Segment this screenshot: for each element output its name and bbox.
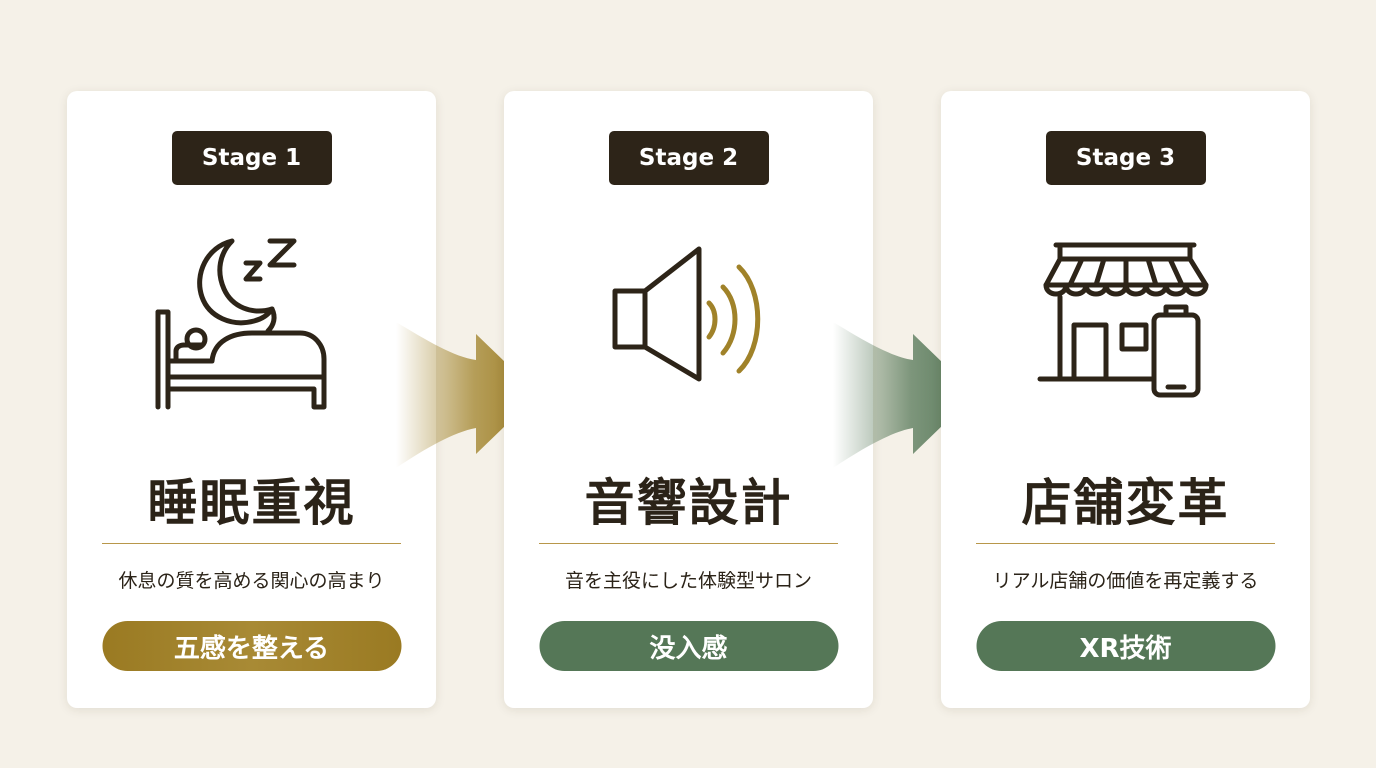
stage-title: 音響設計 bbox=[584, 473, 793, 532]
stage-pill: XR技術 bbox=[976, 621, 1275, 671]
stage-subtitle: 休息の質を高める関心の高まり bbox=[118, 570, 385, 592]
stage-pill: 没入感 bbox=[539, 621, 838, 671]
arrow-right-icon bbox=[396, 322, 546, 472]
stage-title: 睡眠重視 bbox=[147, 473, 356, 532]
sleep-bed-icon bbox=[152, 229, 352, 419]
divider bbox=[976, 543, 1275, 544]
stage-badge: Stage 3 bbox=[1045, 131, 1206, 185]
stage-subtitle: 音を主役にした体験型サロン bbox=[564, 570, 812, 592]
speaker-icon bbox=[589, 229, 789, 419]
stage-title: 店舗変革 bbox=[1021, 473, 1230, 532]
divider bbox=[539, 543, 838, 544]
stage-card-3: Stage 3 店舗変革 リアル店舗の価値を再定義する XR技術 bbox=[941, 91, 1310, 708]
stage-card-1: Stage 1 睡眠重視 休息の質を高める関心の高まり 五感を整える bbox=[67, 91, 436, 708]
stage-card-2: Stage 2 音響設計 音を主役にした体験型サロン 没入感 bbox=[504, 91, 873, 708]
arrow-right-icon bbox=[833, 322, 983, 472]
divider bbox=[102, 543, 401, 544]
stage-badge: Stage 1 bbox=[171, 131, 332, 185]
stage-subtitle: リアル店舗の価値を再定義する bbox=[992, 570, 1259, 592]
storefront-phone-icon bbox=[1026, 229, 1226, 419]
stage-pill: 五感を整える bbox=[102, 621, 401, 671]
stage-badge: Stage 2 bbox=[608, 131, 769, 185]
